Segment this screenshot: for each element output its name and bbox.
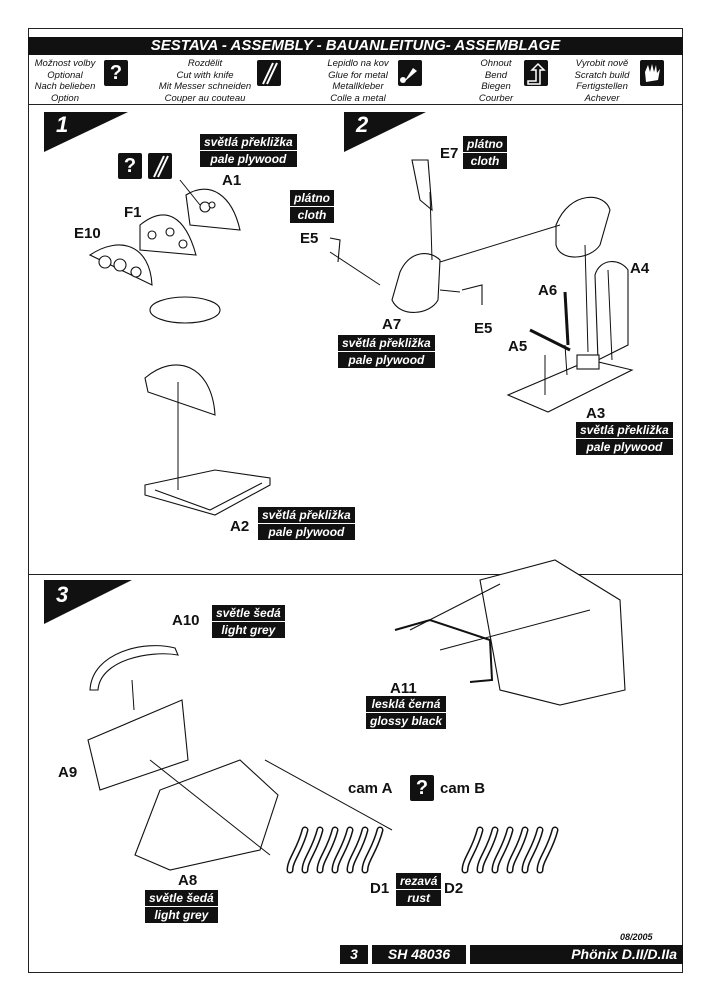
step-3-number: 3 (56, 582, 69, 607)
question-icon: ? (410, 775, 434, 801)
question-icon: ? (118, 153, 142, 179)
footer-page-number: 3 (340, 945, 368, 964)
step1-banner (44, 112, 128, 152)
label-cam-b: cam B (440, 780, 486, 797)
label-a2: A2 (230, 518, 250, 535)
label-a1: A1 (222, 172, 242, 189)
part-a10 (89, 645, 179, 691)
engine-assembled (479, 559, 626, 706)
part-e5a (329, 237, 341, 263)
header-title: SESTAVA - ASSEMBLY - BAUANLEITUNG- ASSEM… (28, 37, 683, 55)
part-a7 (391, 253, 441, 313)
label-a11: A11 (390, 680, 417, 697)
label-d1: D1 (370, 880, 390, 897)
part-e5b (461, 284, 483, 305)
label-a5: A5 (508, 338, 528, 355)
label-a10: A10 (172, 612, 200, 629)
label-e5-left: E5 (300, 230, 319, 247)
part-a1 (185, 188, 241, 231)
label-a8: A8 (178, 872, 198, 889)
footer-model-name: Phönix D.II/D.IIa (470, 945, 683, 964)
seat-assembled (555, 196, 611, 258)
rotate-arrow (149, 296, 221, 324)
label-e7: E7 (440, 145, 459, 162)
step3-banner (44, 580, 132, 624)
step-2-number: 2 (356, 112, 369, 137)
part-a4 (594, 261, 629, 361)
label-a4: A4 (630, 260, 650, 277)
part-a2 (144, 469, 271, 516)
bend-icon (524, 60, 548, 86)
label-a3: A3 (586, 405, 606, 422)
label-a9: A9 (58, 764, 78, 781)
divider-middle (28, 574, 683, 575)
footer-date: 08/2005 (620, 932, 653, 942)
part-a9 (87, 699, 189, 791)
divider-top (28, 104, 683, 105)
glue-icon (398, 60, 422, 86)
part-a3 (506, 359, 634, 413)
hand-icon (640, 60, 664, 86)
label-d2: D2 (444, 880, 464, 897)
label-e10: E10 (74, 225, 101, 242)
label-f1: F1 (124, 204, 142, 221)
part-e7 (411, 159, 433, 212)
knife-icon (148, 153, 172, 179)
part-a1-assembled (144, 364, 216, 416)
label-e5-right: E5 (474, 320, 493, 337)
question-icon: ? (104, 60, 128, 86)
label-a6: A6 (538, 282, 558, 299)
step-1-number: 1 (56, 112, 69, 137)
part-a11 (394, 618, 494, 683)
step2-banner (344, 112, 426, 152)
label-a7: A7 (382, 316, 402, 333)
label-cam-a: cam A (348, 780, 393, 797)
page-frame (28, 28, 683, 973)
part-a8 (134, 759, 279, 871)
footer-kit-code: SH 48036 (372, 945, 466, 964)
knife-icon (257, 60, 281, 86)
